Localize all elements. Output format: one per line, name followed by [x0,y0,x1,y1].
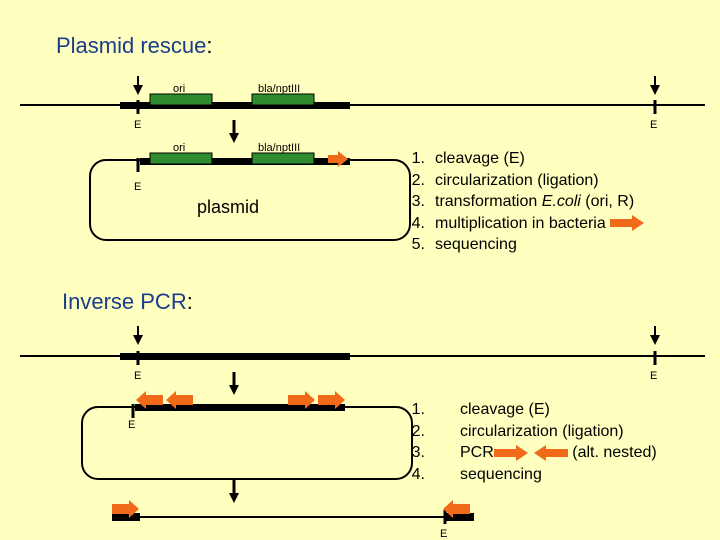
pcr-step-2: 2. circularization (ligation) [398,423,657,445]
inverse-pcr-title-colon: : [186,289,193,314]
plasmid-rescue-title-colon: : [206,33,213,58]
pcr-product: E [112,500,474,540]
pcr-product-left-block [112,513,140,521]
bla-marker-box [251,93,315,106]
pcr-e-label-left: E [134,370,141,382]
plasmid-rescue-title-text: Plasmid rescue [56,33,207,58]
rescue-steps-list: 1. cleavage (E) 2. circularization (ligati… [398,150,645,258]
rescue-step-1: 1. cleavage (E) [398,150,644,172]
plasmid-bla-box [251,152,315,165]
pcr-step-3: 3. PCR (alt. nested) [398,444,657,466]
pcr-step-4: 4. sequencing [398,466,657,488]
primer-arrow-left-1-icon [136,391,163,409]
step-text: multiplication in bacteria [435,214,606,232]
rescue-step-5: 5. sequencing [398,236,644,258]
pcr-e-label-right: E [650,370,657,382]
inverse-pcr-title: Inverse PCR: [62,289,193,315]
step-text-before: transformation [435,193,542,210]
pcr-reverse-primer-icon [533,444,568,461]
rescue-step-4: 4. multiplication in bacteria [398,214,645,237]
e-label-left: E [134,119,141,131]
step-number: 3. [411,193,425,210]
pcr-circle-insert-block [135,404,345,411]
product-primer-right-icon [112,500,139,518]
step-number: 1. [411,401,425,418]
step-text: cleavage (E) [435,150,525,167]
bla-label: bla/nptIII [258,83,300,95]
pcr-steps-list: 1. cleavage (E) 2. circularization (ligati… [398,401,657,487]
plasmid-ori-label: ori [173,142,185,154]
rescue-step-3: 3. transformation E.coli (ori, R) [398,193,644,215]
step-number: 4. [411,214,425,232]
rescue-insert-block [120,102,350,109]
rescue-step-2: 2. circularization (ligation) [398,172,644,194]
inverse-pcr-title-text: Inverse PCR [62,289,187,314]
product-primer-left-icon [443,500,470,518]
rescue-genomic-dna: ori bla/nptIII E E [20,76,705,131]
e-label-right: E [650,119,657,131]
plasmid-rescue-title: Plasmid rescue: [56,33,213,59]
step-text-after: (ori, R) [580,193,635,210]
plasmid-label: plasmid [197,197,260,217]
step-text: sequencing [460,465,542,483]
primer-arrow-right-1-icon [288,391,315,409]
sequencing-arrow-legend-icon [610,215,645,232]
plasmid-insert-block [140,158,350,165]
pcr-forward-primer-icon [493,444,528,461]
step-number: 2. [411,422,425,440]
step-text: circularization (ligation) [460,422,624,440]
step-number: 2. [411,171,425,189]
step-text-italic: E.coli [541,193,581,210]
pcr-circle-construct: E [81,391,413,480]
plasmid-bla-label: bla/nptIII [258,142,300,154]
step-text: sequencing [435,236,517,253]
step-text: circularization (ligation) [435,171,599,189]
pcr-insert-block [120,353,350,360]
plasmid-e-label: E [134,181,141,193]
pcr-genomic-dna: E E [20,326,705,382]
step-text: PCR [460,444,494,461]
plasmid-ori-box [149,152,213,165]
sequencing-arrow-icon [328,151,348,167]
step-number: 5. [411,236,425,253]
step-text-after: (alt. nested) [572,444,657,461]
step-number: 1. [411,150,425,167]
step-number: 4. [411,465,425,483]
pcr-circle-e-label: E [128,419,135,431]
ori-marker-box [149,93,213,106]
pcr-step-1: 1. cleavage (E) [398,401,657,423]
pcr-product-e-label: E [440,528,447,540]
pcr-product-right-block [444,513,474,521]
primer-arrow-left-2-icon [166,391,193,409]
step-text: cleavage (E) [460,401,550,418]
primer-arrow-right-2-icon [318,391,345,409]
step-number: 3. [411,444,425,461]
rescue-plasmid: ori bla/nptIII E [89,142,411,241]
ori-label: ori [173,83,185,95]
